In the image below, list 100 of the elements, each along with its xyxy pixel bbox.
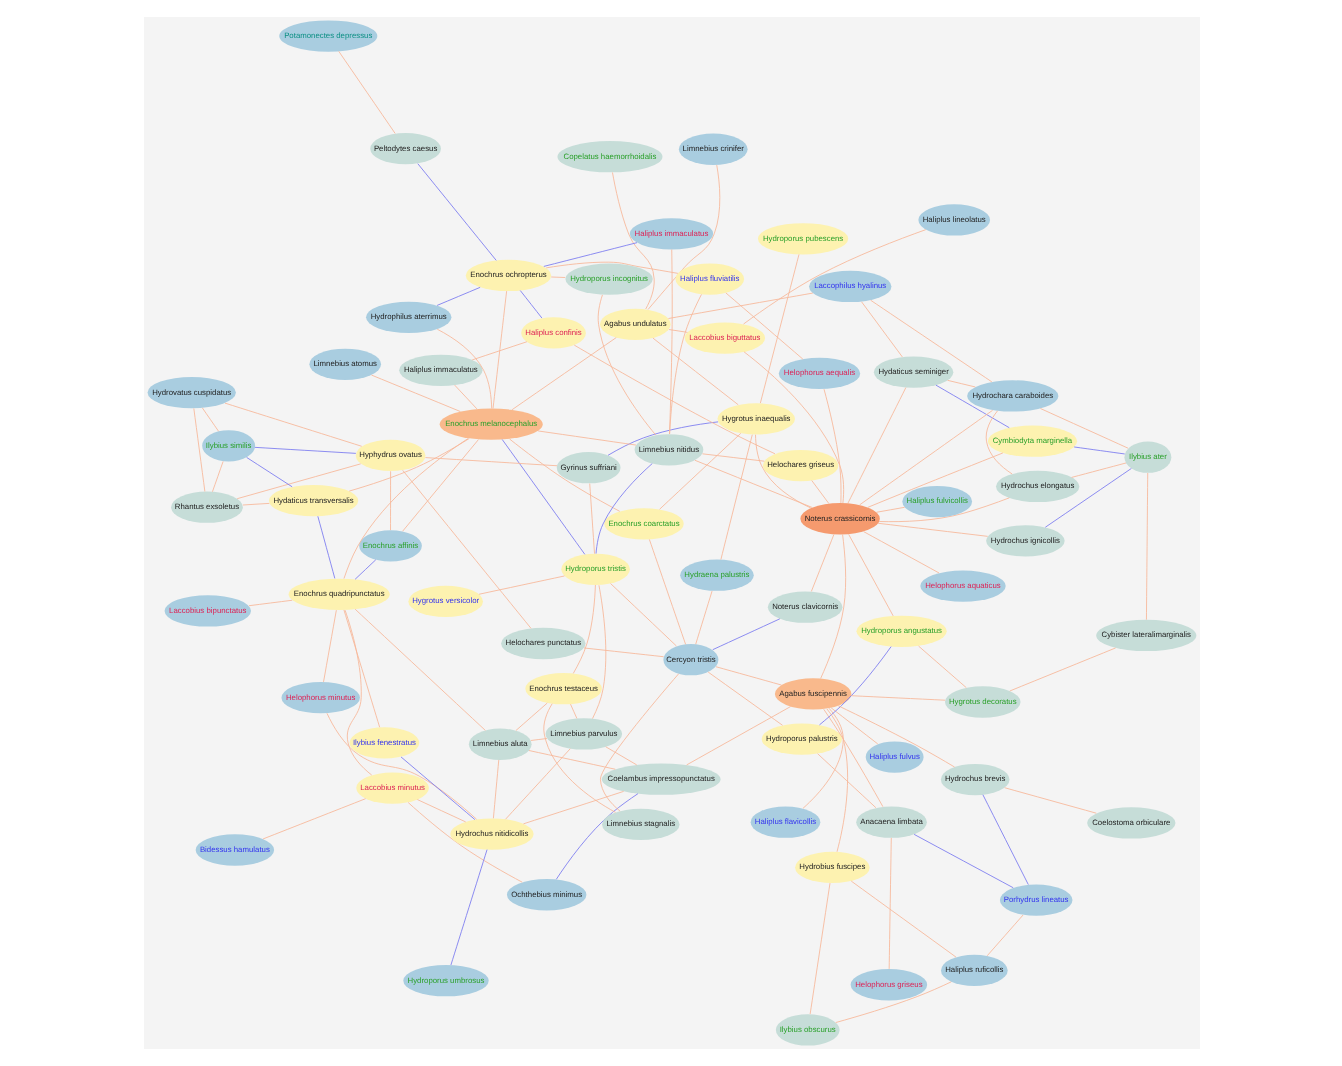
connector — [877, 497, 1009, 523]
connector — [353, 608, 485, 731]
connector — [875, 506, 905, 513]
connector — [453, 384, 477, 410]
connector — [572, 344, 775, 455]
connector — [693, 459, 812, 508]
connector — [606, 421, 718, 456]
connector — [353, 559, 376, 580]
connector — [514, 702, 547, 731]
connector — [342, 609, 380, 728]
connector — [701, 453, 764, 462]
connector — [542, 703, 615, 813]
connector — [1072, 446, 1125, 455]
connector — [406, 802, 522, 883]
connector — [647, 539, 686, 645]
connector — [424, 457, 557, 467]
connector — [401, 469, 531, 629]
connector — [860, 301, 902, 358]
connector — [694, 590, 712, 645]
connector — [261, 798, 366, 840]
connector — [611, 172, 654, 310]
connector — [322, 609, 336, 683]
connector — [934, 384, 1009, 429]
connector — [1070, 462, 1126, 478]
connector — [211, 461, 223, 493]
connector — [518, 290, 542, 319]
connector — [719, 434, 752, 560]
connector — [667, 292, 813, 319]
connector — [609, 583, 676, 647]
connector — [819, 534, 846, 679]
connector — [862, 531, 939, 574]
connector — [846, 387, 906, 504]
connector — [742, 351, 844, 504]
connector — [370, 374, 460, 412]
connector — [816, 753, 876, 809]
connector — [808, 882, 830, 1015]
connector — [192, 408, 205, 492]
connector — [594, 463, 652, 554]
connector — [529, 738, 547, 741]
connector — [876, 522, 988, 537]
connector — [522, 790, 624, 825]
connector — [325, 712, 476, 820]
connector — [646, 164, 720, 310]
connector — [491, 759, 499, 819]
connector — [801, 707, 843, 809]
connector — [1043, 468, 1131, 528]
connector — [223, 402, 362, 447]
connector — [810, 480, 829, 505]
connector — [917, 645, 966, 689]
connector — [435, 286, 480, 306]
connector — [415, 799, 466, 823]
connector — [742, 229, 926, 325]
connector — [491, 290, 507, 409]
connector — [241, 502, 269, 506]
connector — [549, 276, 565, 278]
connector — [822, 708, 883, 808]
connector — [389, 470, 391, 531]
connector — [685, 706, 791, 766]
connector — [399, 756, 475, 821]
connector — [658, 432, 741, 510]
connector — [401, 439, 478, 532]
connector — [836, 705, 954, 768]
connector — [809, 533, 834, 592]
connector — [834, 981, 951, 1023]
connector — [343, 609, 372, 776]
connector — [596, 294, 656, 436]
connector — [435, 328, 492, 409]
connector — [946, 379, 975, 388]
connector — [200, 407, 218, 432]
connector — [527, 750, 615, 770]
connector — [536, 430, 636, 446]
connector — [758, 254, 799, 404]
connector — [869, 299, 992, 383]
connector — [754, 434, 811, 509]
connector — [245, 456, 292, 488]
connector — [849, 880, 956, 958]
connector — [825, 708, 848, 853]
connector — [1145, 472, 1148, 621]
connector — [337, 50, 395, 134]
connector — [500, 439, 585, 555]
connector — [449, 849, 487, 966]
connector — [544, 261, 678, 274]
connector — [1003, 787, 1096, 814]
connector — [510, 337, 616, 411]
connector — [247, 599, 292, 607]
connector — [604, 746, 637, 766]
connector — [724, 292, 803, 360]
connector — [849, 695, 945, 701]
connector — [985, 914, 1023, 957]
connector — [651, 337, 738, 406]
connector — [416, 163, 496, 261]
connector — [1039, 408, 1128, 449]
connector — [981, 794, 1028, 886]
connector — [866, 452, 1003, 508]
connector — [235, 463, 361, 500]
connector — [858, 409, 993, 506]
connector — [554, 793, 638, 880]
connector — [569, 703, 577, 719]
connector — [714, 666, 781, 686]
connector — [667, 329, 687, 333]
